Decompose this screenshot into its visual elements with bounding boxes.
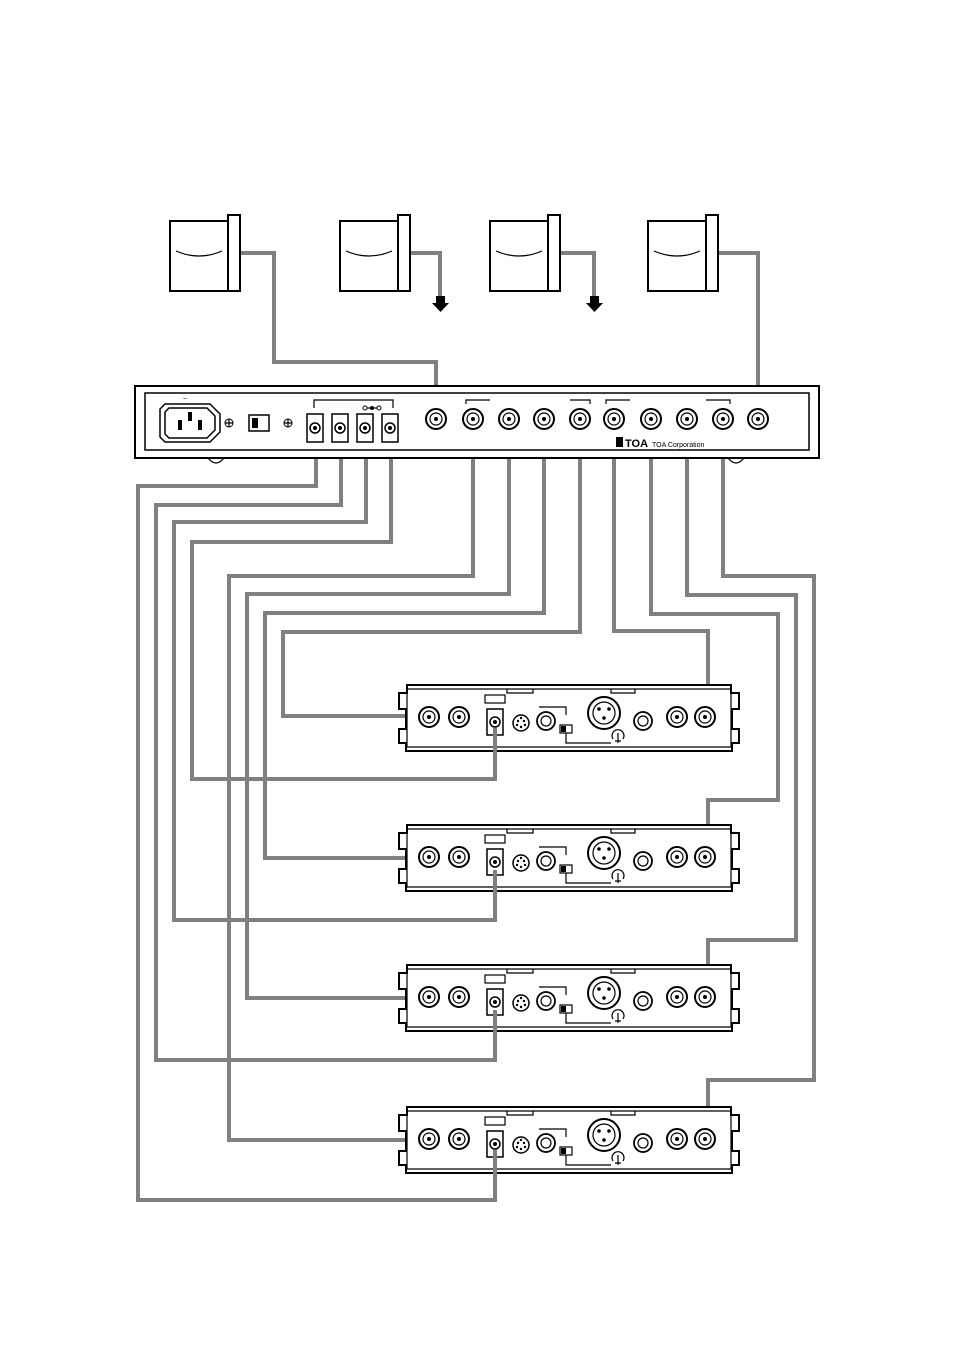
antenna-4 [648,215,718,291]
receiver-4 [399,1107,739,1173]
antenna-3-cable [560,253,594,296]
receivers [399,685,739,1173]
ac-symbol: ~ [183,396,187,403]
receiver-3 [399,965,739,1031]
receiver-1 [399,685,739,751]
bnc-out-5 [604,409,624,429]
power-switch[interactable] [249,415,269,431]
bnc-ant-in-b [748,409,768,429]
bnc-out-1 [463,409,483,429]
logo-text: TOA [625,438,648,450]
ant-in-cable-r2 [651,420,778,852]
antenna-3 [490,215,560,291]
antenna-2-cable [410,253,440,296]
ground-icon [225,419,233,427]
bnc-ant-in-a [426,409,446,429]
bnc-out-6 [641,409,661,429]
antennas [170,215,718,312]
main-unit-rear-panel: ~ [135,386,819,463]
ant-in-cable-r1 [614,420,708,712]
receiver-2 [399,825,739,891]
bnc-out-2 [499,409,519,429]
antenna-1 [170,215,240,291]
arrow-down-icon [432,296,449,312]
bnc-out-8 [713,409,733,429]
ground-icon [284,419,292,427]
bnc-out-3 [534,409,554,429]
antenna-2 [340,215,410,291]
bnc-out-4 [570,409,590,429]
arrow-down-icon [586,296,603,312]
ant-in-cable-1 [283,420,580,716]
bnc-out-7 [677,409,697,429]
brand-text: TOA Corporation [652,442,705,449]
